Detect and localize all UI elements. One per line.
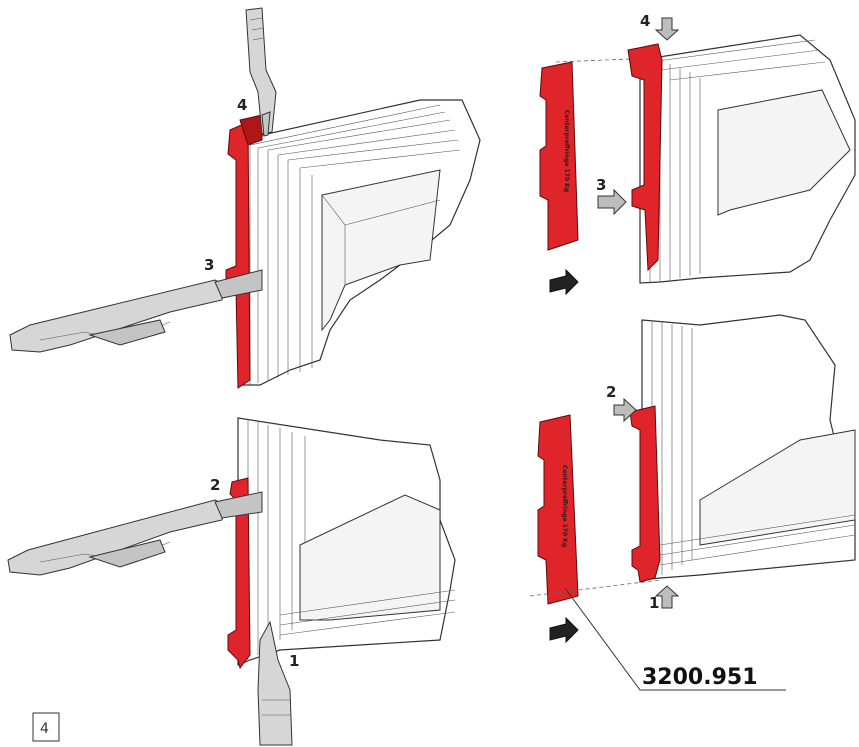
push-arrow-right [597,188,627,216]
direction-arrow [549,268,579,296]
plate-label: Centerpreffringe 170 Kg [563,110,570,192]
insertion-tool-bottom [7,491,263,576]
panel-top-left: 4 3 [9,7,481,389]
plate-label: Centerpreffringe 170 Kg [561,465,568,547]
push-arrow-right [613,397,637,423]
part-number: 3200.951 [642,665,758,690]
loose-red-plate: Centerpreffringe 170 Kg [537,414,579,605]
step-label: 3 [596,176,606,194]
screwdriver-bottom [257,620,293,746]
panel-top-right: Centerpreffringe 170 Kg 4 3 [539,12,856,296]
leader-line [564,587,786,691]
step-label: 1 [289,652,299,670]
figure-number-box: 4 [32,712,60,742]
panel-bottom-right: Centerpreffringe 170 Kg 2 1 3200.951 [529,314,856,691]
guide-line [555,57,656,63]
guide-line [529,579,661,597]
screwdriver-top [245,7,277,137]
step-label: 3 [204,256,214,274]
window-frame-corner [239,99,481,386]
panel-bottom-left: 2 1 [7,417,456,746]
window-frame-corner [641,314,856,581]
step-label: 2 [210,476,220,494]
direction-arrow [549,616,579,644]
insertion-tool-top [9,269,263,353]
push-arrow-down [654,17,680,41]
window-frame-corner [237,417,456,666]
red-centering-plate [627,43,663,272]
step-label: 2 [606,383,616,401]
step-label: 4 [640,12,650,30]
red-centering-plate [629,405,661,583]
loose-red-plate: Centerpreffringe 170 Kg [539,61,579,251]
figure-number: 4 [40,721,49,737]
step-label: 4 [237,96,247,114]
red-centering-plate [225,114,263,389]
window-frame-corner [639,34,856,284]
step-label: 1 [649,594,659,612]
push-arrow-up [654,585,680,609]
